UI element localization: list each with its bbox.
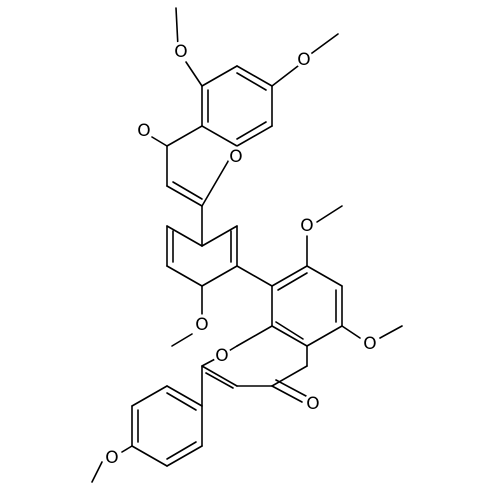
methoxy-oxygen-label: O bbox=[105, 448, 118, 468]
atom-labels: O O O O O O O O O O bbox=[102, 39, 379, 471]
bond bbox=[271, 365, 308, 387]
methoxy-oxygen-label: O bbox=[300, 216, 313, 236]
bond bbox=[226, 345, 238, 353]
bond bbox=[277, 272, 308, 291]
bond bbox=[166, 445, 203, 467]
bond bbox=[341, 325, 361, 339]
bond bbox=[271, 385, 303, 403]
bond bbox=[172, 181, 203, 200]
bond bbox=[166, 125, 203, 147]
bond bbox=[166, 385, 203, 407]
bond bbox=[205, 372, 234, 389]
bonds bbox=[91, 7, 403, 483]
bond bbox=[306, 265, 343, 287]
methoxy-oxygen-label: O bbox=[195, 315, 208, 335]
bond bbox=[306, 325, 343, 347]
bond bbox=[236, 72, 267, 91]
bond bbox=[201, 225, 238, 247]
bond bbox=[236, 65, 273, 87]
bond bbox=[271, 325, 308, 347]
methoxy-oxygen-label: O bbox=[297, 50, 310, 70]
bond bbox=[166, 225, 203, 247]
bond bbox=[166, 392, 197, 411]
bond bbox=[275, 321, 304, 340]
bond bbox=[275, 379, 307, 397]
bond bbox=[121, 445, 133, 453]
bond bbox=[131, 445, 168, 467]
bond bbox=[316, 205, 343, 223]
bond bbox=[201, 265, 238, 287]
bond bbox=[131, 385, 168, 407]
bond bbox=[379, 325, 403, 339]
ring-oxygen-label: O bbox=[229, 147, 242, 167]
bond bbox=[91, 461, 103, 483]
bond bbox=[236, 265, 273, 287]
bond bbox=[201, 125, 238, 147]
bond bbox=[236, 121, 267, 140]
bond bbox=[201, 365, 238, 387]
bond bbox=[151, 136, 168, 147]
methoxy-oxygen-label: O bbox=[174, 42, 187, 62]
bond bbox=[236, 325, 273, 347]
ring-oxygen-label: O bbox=[215, 346, 228, 366]
bond bbox=[166, 185, 203, 207]
bond bbox=[201, 157, 231, 207]
bond bbox=[166, 265, 203, 287]
bond bbox=[271, 265, 308, 287]
carbonyl-oxygen-label: O bbox=[137, 121, 150, 141]
bond bbox=[232, 145, 238, 153]
bond bbox=[307, 33, 339, 57]
bond bbox=[166, 441, 197, 460]
bond bbox=[175, 7, 179, 48]
bond bbox=[185, 61, 203, 87]
bond bbox=[271, 65, 299, 87]
bond bbox=[201, 65, 238, 87]
carbonyl-oxygen-label: O bbox=[306, 394, 319, 414]
bond bbox=[236, 125, 273, 147]
bond bbox=[201, 357, 218, 367]
methoxy-oxygen-label: O bbox=[363, 334, 376, 354]
bond bbox=[171, 333, 193, 347]
